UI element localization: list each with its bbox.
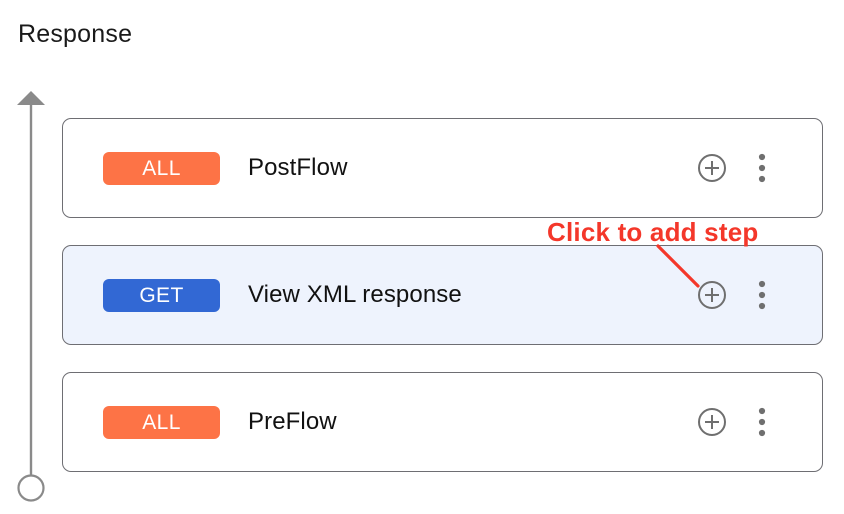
step-badge-all: ALL <box>103 405 220 439</box>
kebab-menu-icon[interactable] <box>750 280 774 310</box>
step-actions <box>697 280 774 310</box>
plus-circle-icon[interactable] <box>697 407 727 437</box>
step-badge-get: GET <box>103 278 220 312</box>
step-label: PostFlow <box>248 154 348 181</box>
page-title: Response <box>18 20 133 48</box>
flow-step-postflow[interactable]: ALL PostFlow <box>62 118 823 218</box>
plus-circle-icon[interactable] <box>697 153 727 183</box>
flow-step-view-xml-response[interactable]: GET View XML response <box>62 245 823 345</box>
flow-step-preflow[interactable]: ALL PreFlow <box>62 372 823 472</box>
step-label: View XML response <box>248 281 462 308</box>
step-actions <box>697 407 774 437</box>
kebab-menu-icon[interactable] <box>750 407 774 437</box>
add-step-icon-view-xml-response[interactable] <box>697 280 727 310</box>
flow-axis-origin-circle-icon <box>17 474 45 502</box>
flow-direction-axis <box>17 91 45 502</box>
step-label: PreFlow <box>248 408 337 435</box>
step-badge-all: ALL <box>103 151 220 185</box>
flow-axis-arrowhead-icon <box>17 91 45 105</box>
step-actions <box>697 153 774 183</box>
flow-step-list: ALL PostFlow GET View XML response <box>62 118 823 472</box>
kebab-menu-icon[interactable] <box>750 153 774 183</box>
